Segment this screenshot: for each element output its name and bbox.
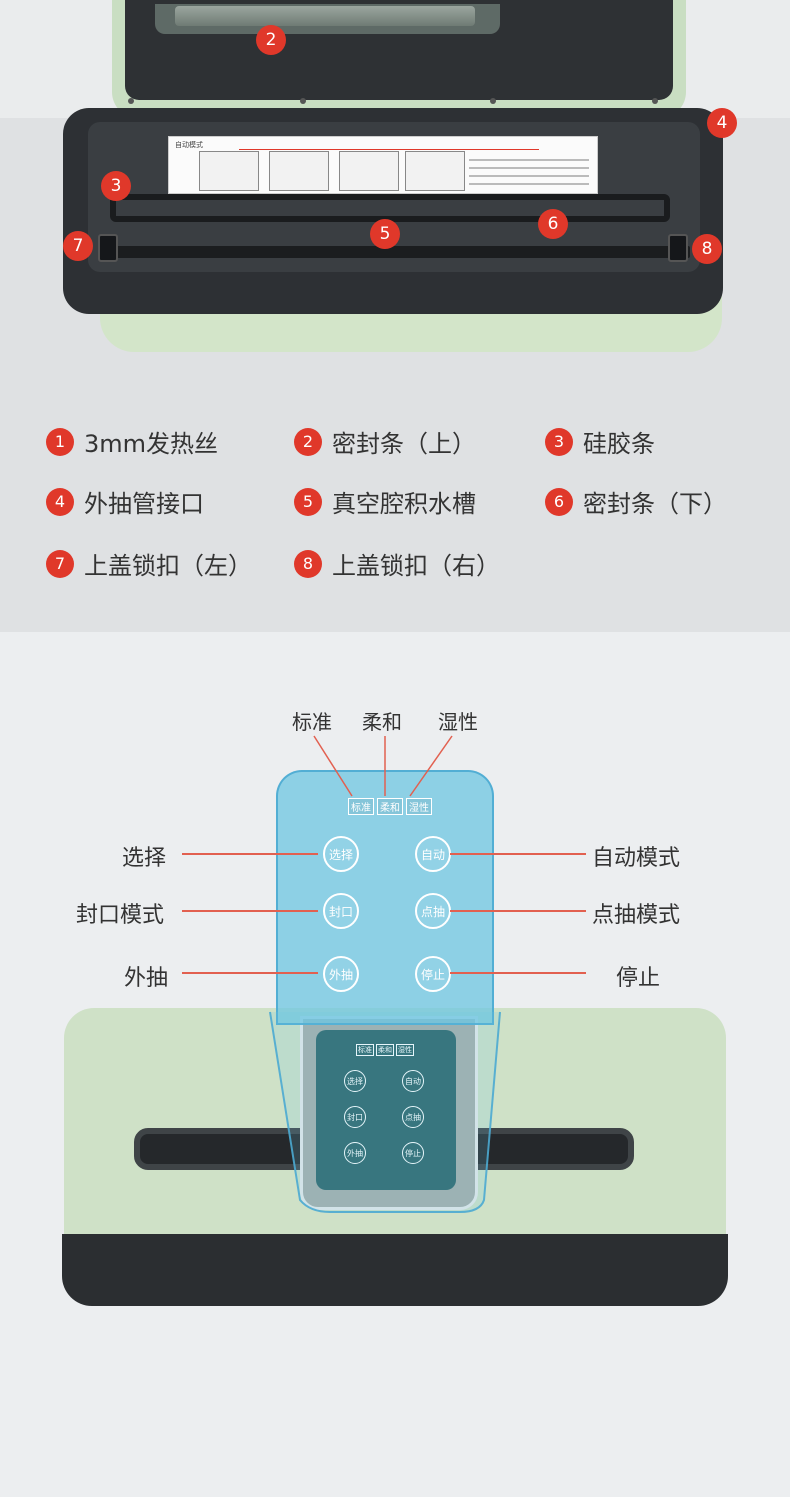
sticker-text-line — [469, 167, 589, 169]
sticker-text-line — [469, 175, 589, 177]
label-standard: 标准 — [292, 710, 332, 734]
pointer-line — [182, 853, 318, 855]
sticker-figure — [199, 151, 259, 191]
label-external: 外抽 — [124, 966, 169, 991]
instruction-sticker: 自动模式 — [168, 136, 598, 194]
legend-item: 3 硅胶条 — [545, 424, 655, 459]
legend-label: 上盖锁扣（右） — [332, 552, 500, 580]
mode-tag-moist: 湿性 — [406, 798, 432, 815]
pointer-line — [182, 972, 318, 974]
mini-mode-tag: 柔和 — [376, 1044, 394, 1056]
legend-item: 5 真空腔积水槽 — [294, 484, 476, 519]
mini-external-button: 外抽 — [344, 1142, 366, 1164]
legend-number: 3 — [545, 427, 573, 456]
badge-7: 7 — [63, 231, 93, 261]
mini-stop-button: 停止 — [402, 1142, 424, 1164]
label-moist: 湿性 — [438, 710, 478, 734]
pointer-line — [182, 910, 318, 912]
legend-item: 4 外抽管接口 — [46, 484, 204, 519]
screw — [128, 98, 134, 104]
legend-item: 1 3mm发热丝 — [46, 424, 218, 459]
label-gentle: 柔和 — [362, 710, 402, 734]
parts-section: 自动模式 2 4 3 6 5 7 8 1 3mm发热丝 2 密封条（上） 3 硅… — [0, 0, 790, 632]
badge-2: 2 — [256, 25, 286, 55]
mode-tag-standard: 标准 — [348, 798, 374, 815]
sticker-figure — [339, 151, 399, 191]
legend-label: 外抽管接口 — [84, 490, 204, 518]
mini-auto-button: 自动 — [402, 1070, 424, 1092]
mini-select-button: 选择 — [344, 1070, 366, 1092]
right-latch — [668, 234, 688, 262]
mini-pulse-button: 点抽 — [402, 1106, 424, 1128]
legend-label: 密封条（上） — [332, 430, 476, 458]
sticker-figure — [269, 151, 329, 191]
badge-4: 4 — [707, 108, 737, 138]
legend-label: 硅胶条 — [583, 430, 655, 458]
legend-number: 5 — [294, 487, 322, 516]
water-channel — [100, 246, 690, 258]
left-latch — [98, 234, 118, 262]
sticker-title: 自动模式 — [175, 141, 203, 149]
mini-mode-tag: 标准 — [356, 1044, 374, 1056]
legend-item: 7 上盖锁扣（左） — [46, 546, 252, 581]
label-select: 选择 — [122, 846, 167, 871]
badge-6: 6 — [538, 209, 568, 239]
mode-tag-gentle: 柔和 — [377, 798, 403, 815]
label-pulse-mode: 点抽模式 — [592, 903, 681, 928]
label-seal-mode: 封口模式 — [76, 903, 165, 928]
mini-seal-button: 封口 — [344, 1106, 366, 1128]
seal-button[interactable]: 封口 — [323, 893, 359, 929]
mode-indicators: 标准 柔和 湿性 — [348, 798, 432, 815]
pointer-line — [450, 910, 586, 912]
legend-number: 6 — [545, 487, 573, 516]
legend-number: 2 — [294, 427, 322, 456]
screw — [490, 98, 496, 104]
legend-number: 7 — [46, 549, 74, 578]
sticker-figure — [405, 151, 465, 191]
legend-number: 4 — [46, 487, 74, 516]
legend-number: 1 — [46, 427, 74, 456]
external-button[interactable]: 外抽 — [323, 956, 359, 992]
legend-item: 6 密封条（下） — [545, 484, 727, 519]
machine-panel-screen: 标准 柔和 湿性 选择 自动 封口 点抽 外抽 停止 — [316, 1030, 456, 1190]
magnified-control-panel: 标准 柔和 湿性 选择 自动 封口 点抽 外抽 停止 — [276, 770, 494, 1025]
legend-item: 2 密封条（上） — [294, 424, 476, 459]
stop-button[interactable]: 停止 — [415, 956, 451, 992]
sticker-text-line — [469, 183, 589, 185]
badge-5: 5 — [370, 219, 400, 249]
legend-item: 8 上盖锁扣（右） — [294, 546, 500, 581]
screw — [300, 98, 306, 104]
legend-label: 上盖锁扣（左） — [84, 552, 252, 580]
badge-8: 8 — [692, 234, 722, 264]
sticker-warning-line — [239, 149, 539, 150]
heating-wire — [175, 6, 475, 26]
select-button[interactable]: 选择 — [323, 836, 359, 872]
label-auto-mode: 自动模式 — [592, 846, 681, 871]
pointer-line — [450, 853, 586, 855]
auto-button[interactable]: 自动 — [415, 836, 451, 872]
label-stop: 停止 — [616, 966, 661, 991]
machine-dark-base — [62, 1234, 728, 1306]
legend-label: 密封条（下） — [583, 490, 727, 518]
sticker-text-line — [469, 159, 589, 161]
badge-3: 3 — [101, 171, 131, 201]
mini-mode-tag: 湿性 — [396, 1044, 414, 1056]
legend-label: 真空腔积水槽 — [332, 490, 476, 518]
legend-number: 8 — [294, 549, 322, 578]
legend-label: 3mm发热丝 — [84, 430, 219, 458]
screw — [652, 98, 658, 104]
pointer-line — [450, 972, 586, 974]
mini-mode-tags: 标准 柔和 湿性 — [356, 1044, 414, 1056]
